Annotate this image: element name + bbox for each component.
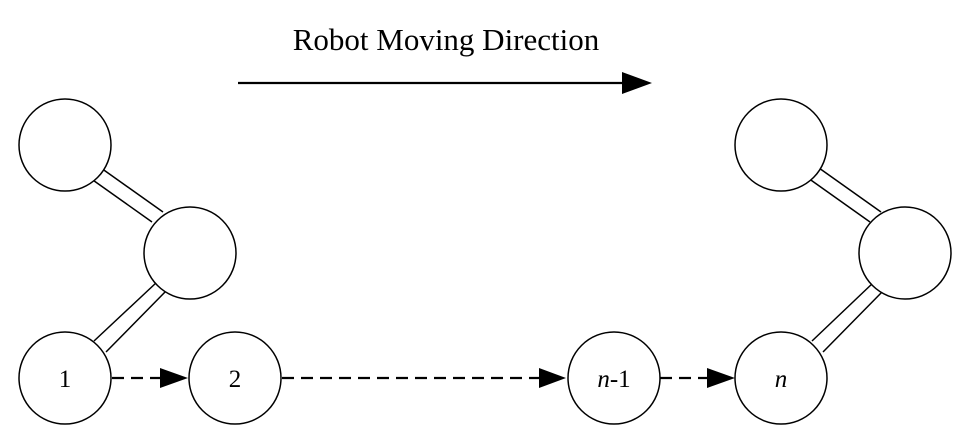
- node-n: n: [734, 331, 828, 425]
- right-link-upper-b: [818, 167, 882, 213]
- right-link-upper-a: [807, 177, 871, 223]
- node-n-minus-1-suffix: -1: [610, 366, 631, 393]
- left-link-lower-a: [105, 289, 168, 353]
- left-robot-top-joint: [18, 98, 112, 192]
- node-n-minus-1-italic: n: [597, 366, 610, 393]
- left-link-upper-b: [100, 167, 164, 213]
- node-n-minus-1-label: n-1: [597, 366, 630, 393]
- right-robot-links: [807, 167, 885, 353]
- dashed-arrow-n-1-to-n: [660, 368, 735, 388]
- node-2-label: 2: [229, 366, 242, 393]
- diagram-title: Robot Moving Direction: [293, 22, 600, 57]
- left-link-upper-a: [89, 177, 153, 223]
- node-2: 2: [188, 331, 282, 425]
- right-robot-middle-joint: [858, 206, 952, 300]
- right-link-lower-a: [822, 289, 885, 353]
- left-link-lower-b: [93, 281, 158, 342]
- direction-arrow: [238, 72, 652, 94]
- left-robot-links: [89, 167, 168, 353]
- dashed-arrow-1-to-2: [112, 368, 188, 388]
- node-1-label: 1: [59, 366, 72, 393]
- right-link-lower-b: [811, 281, 875, 342]
- node-n-minus-1: n-1: [567, 331, 661, 425]
- node-n-label: n: [775, 366, 788, 393]
- right-robot-top-joint: [734, 98, 828, 192]
- left-robot-middle-joint: [143, 206, 237, 300]
- dashed-arrow-2-to-n-1: [282, 368, 566, 388]
- node-1: 1: [18, 331, 112, 425]
